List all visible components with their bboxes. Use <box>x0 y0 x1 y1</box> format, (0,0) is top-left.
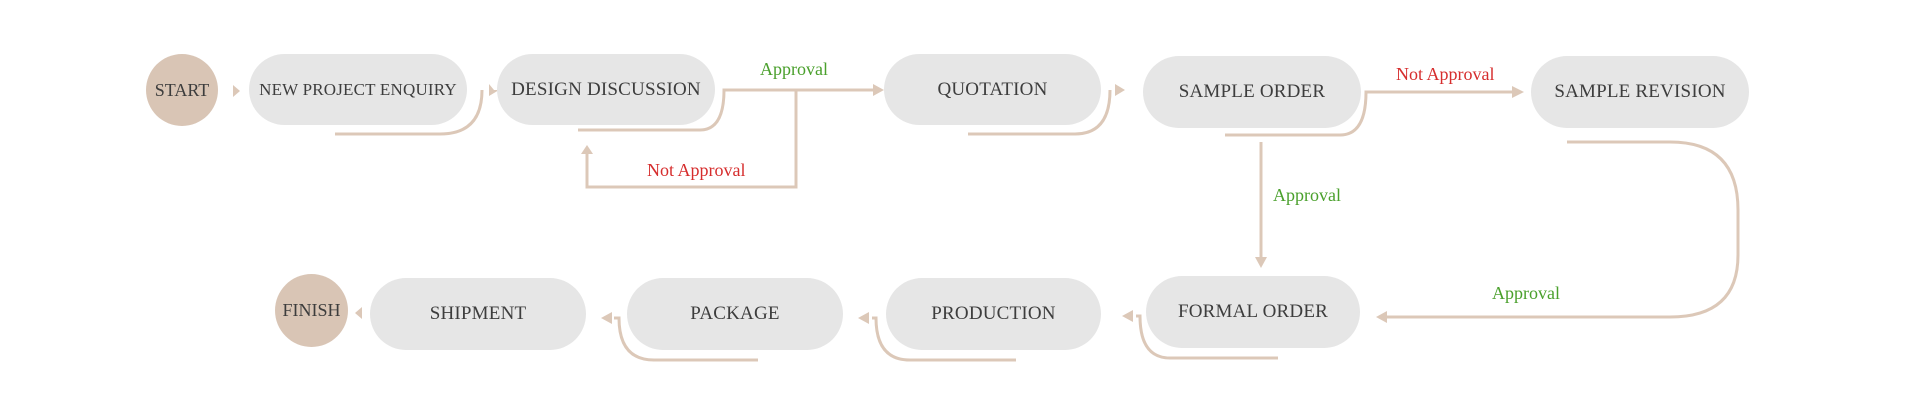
connector-package-shipment <box>614 316 758 362</box>
connector-design-approval <box>578 88 874 132</box>
connector-formal-production <box>1136 314 1278 360</box>
design-not-approval-label: Not Approval <box>647 160 746 180</box>
arrow-enquiry-design <box>489 84 500 96</box>
quotation-label: QUOTATION <box>937 78 1048 100</box>
formal-order-label: FORMAL ORDER <box>1177 301 1329 322</box>
start-label: START <box>154 79 210 100</box>
new-project-enquiry-label: NEW PROJECT ENQUIRY <box>259 79 457 99</box>
design-discussion-label: DESIGN DISCUSSION <box>511 78 701 100</box>
arrow-to-formal-order <box>1255 257 1267 268</box>
start-node: START <box>146 54 218 126</box>
package-label: PACKAGE <box>690 303 780 324</box>
package-node: PACKAGE <box>627 278 843 350</box>
connector-not-approval-loop <box>585 90 798 189</box>
new-project-enquiry-node: NEW PROJECT ENQUIRY <box>249 54 467 125</box>
connector-production-package <box>872 316 1016 362</box>
finish-node: FINISH <box>275 274 348 347</box>
arrow-start-enquiry <box>233 85 240 97</box>
arrow-to-finish <box>355 307 362 319</box>
arrow-to-sample-order <box>1115 84 1125 96</box>
finish-label: FINISH <box>282 300 341 320</box>
design-approval-label: Approval <box>760 59 828 79</box>
arrow-to-production <box>1122 310 1133 322</box>
connector-enquiry-design <box>335 89 484 136</box>
formal-order-node: FORMAL ORDER <box>1146 276 1360 348</box>
revision-approval-label: Approval <box>1492 283 1560 303</box>
sample-not-approval-label: Not Approval <box>1396 64 1495 84</box>
production-node: PRODUCTION <box>886 278 1101 350</box>
connector-sample-revision <box>1225 90 1512 137</box>
design-discussion-node: DESIGN DISCUSSION <box>497 54 715 125</box>
arrow-to-sample-revision <box>1512 86 1524 98</box>
connector-revision-formal <box>1384 140 1740 319</box>
sample-order-node: SAMPLE ORDER <box>1143 56 1361 128</box>
arrow-to-package <box>858 312 869 324</box>
connector-quotation-sample <box>968 89 1112 136</box>
shipment-label: SHIPMENT <box>429 303 527 324</box>
sample-approval-label: Approval <box>1273 185 1341 205</box>
sample-order-label: SAMPLE ORDER <box>1178 81 1326 102</box>
arrow-revision-to-formal <box>1376 311 1387 323</box>
arrow-back-to-design <box>581 145 593 154</box>
shipment-node: SHIPMENT <box>370 278 586 350</box>
production-label: PRODUCTION <box>931 303 1056 324</box>
arrow-to-quotation <box>873 84 884 96</box>
sample-revision-node: SAMPLE REVISION <box>1531 56 1749 128</box>
arrow-to-shipment <box>601 312 612 324</box>
quotation-node: QUOTATION <box>884 54 1101 125</box>
sample-revision-label: SAMPLE REVISION <box>1554 81 1726 102</box>
